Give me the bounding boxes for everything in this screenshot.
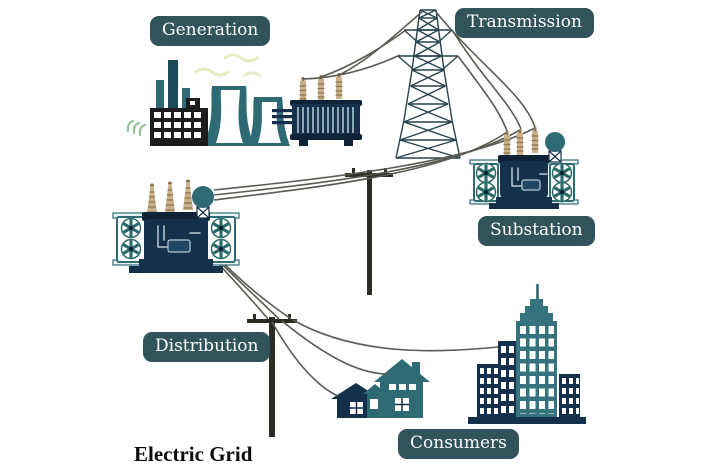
transformer-panel: [521, 179, 541, 191]
power-line: [271, 321, 339, 397]
conservator-tank: [545, 132, 565, 152]
label-distribution: Distribution: [143, 332, 271, 362]
fan-icon: [209, 216, 233, 240]
fan-icon: [474, 161, 498, 185]
transformer-base: [496, 197, 552, 203]
generation-transformer-icon: [272, 72, 362, 146]
smoke: [223, 53, 259, 63]
power-line: [302, 54, 401, 80]
transformer-panel: [167, 239, 191, 253]
tower-arms: [397, 29, 459, 71]
grass: [126, 119, 147, 137]
distribution-transformer-icon: [112, 178, 240, 273]
power-line: [451, 29, 522, 130]
conservator-tank: [192, 186, 214, 208]
substation-transformer-icon: [469, 126, 579, 209]
transformer-foot: [299, 140, 308, 146]
transformer-lid: [142, 212, 210, 221]
transformer-platform: [489, 203, 559, 209]
label-generation: Generation: [150, 16, 271, 46]
power-line: [338, 11, 423, 76]
transmission-tower-icon: [395, 9, 461, 159]
tower-crown: [520, 313, 553, 321]
power-line: [213, 131, 508, 201]
pole: [367, 170, 372, 295]
bushing-icon: [182, 178, 194, 211]
bushing-icon: [164, 180, 176, 213]
cooling-tower: [204, 86, 254, 146]
transformer-foot: [344, 140, 353, 146]
transformer-fins: [297, 107, 354, 133]
fan-icon: [550, 180, 574, 204]
feed-pipe: [272, 115, 294, 119]
building-windows: [480, 368, 499, 415]
transformer-platform: [129, 266, 223, 273]
building-windows: [562, 378, 579, 415]
power-line: [320, 29, 407, 78]
fan-icon: [119, 237, 143, 261]
power-line: [435, 11, 536, 128]
feed-pipe: [272, 121, 294, 125]
house-icon: [363, 359, 430, 418]
transformer-base: [139, 259, 213, 266]
skyscraper-windows: [520, 326, 554, 414]
chimney: [156, 80, 164, 110]
city-buildings-icon: [468, 284, 586, 424]
fan-icon: [119, 216, 143, 240]
smoke: [194, 67, 230, 77]
building-windows: [501, 346, 515, 414]
fan-icon: [550, 161, 574, 185]
label-consumers: Consumers: [398, 429, 519, 459]
transformer-base: [290, 134, 362, 140]
power-line: [215, 255, 292, 320]
bushing-icon: [515, 128, 525, 156]
factory-windows: [154, 112, 201, 138]
feed-pipe: [272, 109, 294, 113]
tower-crown: [530, 299, 543, 306]
bushing-icon: [530, 126, 540, 154]
power-line: [292, 319, 499, 352]
roof-box-window: [190, 101, 195, 105]
platform: [468, 417, 586, 424]
label-transmission: Transmission: [455, 8, 594, 38]
factory-building: [150, 108, 208, 146]
fan-icon: [474, 180, 498, 204]
power-line: [457, 55, 508, 132]
bushing-icon: [334, 72, 344, 100]
power-line: [281, 320, 389, 375]
label-substation: Substation: [478, 216, 595, 246]
chimney: [168, 60, 178, 110]
power-line: [213, 129, 521, 196]
smoke: [242, 71, 262, 78]
tower-crown: [525, 306, 548, 313]
bushing-icon: [298, 76, 308, 104]
fan-icon: [209, 237, 233, 261]
utility-pole-icon: [345, 168, 393, 295]
pin: [384, 168, 387, 174]
bushing-icon: [316, 74, 326, 102]
power-plant-icon: [126, 53, 290, 146]
bushing-icon: [146, 182, 158, 215]
crossarm: [247, 319, 297, 323]
page-title: Electric Grid: [134, 442, 253, 466]
pole: [269, 317, 275, 437]
pin: [253, 314, 256, 320]
pin: [352, 168, 355, 174]
chimney: [412, 362, 420, 378]
